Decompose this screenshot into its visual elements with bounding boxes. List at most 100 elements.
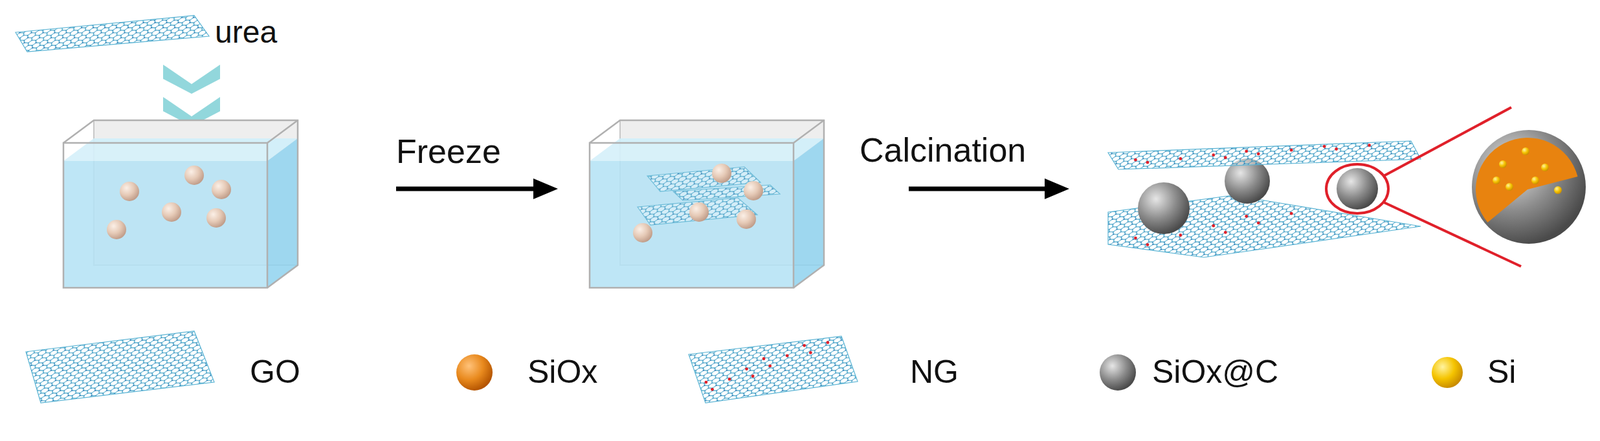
illustration-part: [533, 178, 558, 200]
illustration-part: [1289, 148, 1294, 153]
illustration-part: [693, 338, 698, 342]
si-nanocrystal: [1554, 186, 1562, 195]
illustration-part: [1133, 158, 1138, 162]
siox-core: [1475, 137, 1578, 223]
add-chevron: [163, 64, 221, 94]
illustration-part: [1326, 164, 1389, 214]
sioxc-particle: [1336, 168, 1378, 210]
illustration-part: [793, 138, 824, 289]
illustration-part: [710, 388, 714, 392]
illustration-part: [589, 143, 794, 289]
illustration-part: [693, 338, 847, 398]
process-arrow: [908, 178, 1070, 200]
reagent-label: urea: [214, 15, 278, 50]
illustration-part: [63, 120, 298, 289]
step-label: Freeze: [396, 133, 501, 171]
si-nanocrystal: [1492, 176, 1501, 185]
illustration-part: [1256, 152, 1261, 156]
illustration-part: [1146, 161, 1150, 165]
illustration-part: [1044, 178, 1070, 200]
si-nanocrystal: [1505, 183, 1514, 191]
illustration-part: [744, 367, 749, 371]
illustration-part: [1244, 149, 1248, 153]
illustration-part: [688, 336, 858, 404]
legend-si-sample: [1431, 357, 1463, 389]
illustration-part: [762, 357, 766, 361]
illustration-part: [1113, 143, 1117, 147]
si-nanocrystal: [1541, 163, 1549, 172]
illustration-part: [1367, 143, 1371, 147]
illustration-part: [1146, 243, 1150, 247]
illustration-part: [1334, 209, 1338, 213]
sioxc-cutaway: [1471, 130, 1586, 245]
illustration-part: [1322, 144, 1327, 149]
illustration-part: [267, 138, 298, 289]
illustration-part: [1256, 221, 1261, 225]
illustration-part: [908, 187, 1050, 192]
si-nanocrystal: [1531, 176, 1540, 185]
illustration-part: [1108, 141, 1421, 170]
illustration-part: [1355, 249, 1360, 253]
legend-text: SiOx: [527, 354, 598, 391]
illustration-part: [785, 354, 789, 358]
illustration-part: [1133, 236, 1138, 241]
illustration-part: [802, 344, 806, 348]
illustration-part: [1113, 197, 1117, 201]
illustration-part: [15, 15, 210, 52]
illustration-part: [1178, 233, 1182, 237]
beaker-glass: [589, 120, 824, 289]
illustration-part: [1178, 157, 1182, 161]
illustration-part: [1211, 224, 1215, 228]
si-nanocrystal: [1521, 147, 1530, 156]
illustration-part: [63, 143, 268, 289]
illustration-part: [825, 341, 830, 345]
step-label: Calcination: [859, 132, 1026, 169]
illustration-part: [704, 381, 708, 385]
illustration-part: [1211, 153, 1215, 157]
illustration-part: [589, 120, 824, 289]
illustration-part: [820, 394, 824, 398]
legend-text: NG: [910, 354, 959, 391]
illustration-part: [1223, 155, 1228, 160]
illustration-part: [1244, 214, 1248, 219]
illustration-part: [809, 351, 813, 355]
illustration-part: [1289, 212, 1294, 216]
illustration-part: [1113, 143, 1404, 167]
beaker: [589, 120, 824, 289]
beaker: [63, 120, 298, 289]
process-arrow: [396, 178, 558, 200]
illustration-part: [25, 331, 215, 404]
legend-siox-sample: [456, 354, 493, 391]
sioxc-particle: [1137, 182, 1190, 235]
legend-text: SiOx@C: [1152, 354, 1279, 391]
legend-text: GO: [249, 354, 301, 391]
illustration-part: [768, 365, 772, 369]
illustration-part: [751, 374, 755, 378]
legend-sioxc-sample: [1099, 354, 1136, 391]
illustration-part: [396, 187, 539, 192]
illustration-part: [1322, 202, 1327, 206]
illustration-part: [1400, 245, 1404, 250]
legend-text: Si: [1487, 354, 1516, 391]
beaker-glass: [63, 120, 298, 289]
illustration-part: [1223, 231, 1228, 235]
si-nanocrystal: [1499, 160, 1507, 169]
illustration-part: [843, 390, 847, 395]
